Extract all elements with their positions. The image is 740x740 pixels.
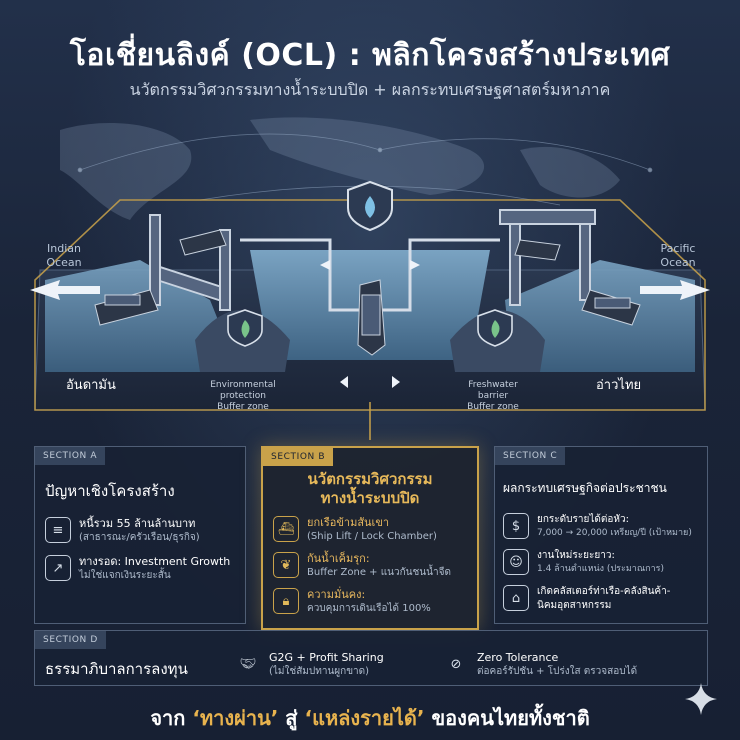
container-ship-center (357, 279, 386, 356)
section-a-tag: SECTION A (35, 447, 106, 465)
page-subtitle: นวัตกรรมวิศวกรรมทางน้ำระบบปิด + ผลกระทบเ… (129, 80, 611, 99)
left-leaf-shield-icon (227, 309, 263, 347)
direction-arrows (30, 260, 710, 388)
pacific-ocean-label: Pacific Ocean (660, 242, 696, 269)
section-b-item-security: 🔒︎ ความมั่นคง:ควบคุมการเดินเรือได้ 100% (273, 588, 473, 615)
workers-icon: ☺ (503, 549, 529, 575)
project-frame (34, 199, 706, 411)
section-c-panel: SECTION C ผลกระทบเศรษฐกิจต่อประชาชน $ ยก… (494, 446, 708, 624)
section-d-tag: SECTION D (35, 631, 106, 649)
footer-tagline: จาก ‘ทางผ่าน’ สู่ ‘แหล่งรายได้’ ของคนไทย… (150, 706, 590, 730)
right-leaf-shield-icon (477, 309, 513, 347)
zero-shield-icon: ⊘ (450, 656, 462, 672)
section-a-panel: SECTION A ปัญหาเชิงโครงสร้าง ≡ หนี้รวม 5… (34, 446, 246, 624)
container-ship-left-lift (179, 229, 227, 256)
section-c-item-jobs: ☺ งานใหม่ระยะยาว:1.4 ล้านตำแหน่ง (ประมาณ… (503, 549, 703, 576)
section-b-title: นวัตกรรมวิศวกรรม ทางน้ำระบบปิด (307, 470, 433, 507)
lock-shield-icon: 🔒︎ (273, 588, 299, 614)
freshwater-buffer-label: Freshwater barrier Buffer zone (467, 380, 519, 412)
port-cluster-icon: ⌂ (503, 585, 529, 611)
environmental-buffer-label: Environmental protection Buffer zone (210, 380, 276, 412)
leaf-shield-icon: ❦ (273, 552, 299, 578)
canal-diagram (30, 117, 710, 445)
growth-chart-icon: ↗ (45, 555, 71, 581)
section-d-title: ธรรมาภิบาลการลงทุน (45, 660, 188, 678)
section-c-title: ผลกระทบเศรษฐกิจต่อประชาชน (503, 481, 667, 495)
container-ship-right (581, 289, 641, 326)
section-b-item-buffer: ❦ กันน้ำเค็มรุก:Buffer Zone + แนวกันชนน้… (273, 552, 473, 579)
section-c-tag: SECTION C (495, 447, 566, 465)
section-b-panel: SECTION B นวัตกรรมวิศวกรรม ทางน้ำระบบปิด… (261, 446, 479, 630)
indian-ocean-label: Indian Ocean (46, 242, 82, 269)
income-hand-icon: $ (503, 513, 529, 539)
container-ship-right-lift (514, 239, 561, 261)
section-b-item-ship-lift: ⛴ ยกเรือข้ามสันเขา(Ship Lift / Lock Cham… (273, 516, 473, 543)
section-a-item-debt: ≡ หนี้รวม 55 ล้านล้านบาท(สาธารณะ/ครัวเรื… (45, 517, 241, 544)
section-d-panel: SECTION D ธรรมาภิบาลการลงทุน 🤝︎ G2G + Pr… (34, 630, 708, 686)
left-ship-lift (149, 214, 231, 311)
footer-quote-transit: ‘ทางผ่าน’ (192, 706, 279, 730)
ship-icon: ⛴ (273, 516, 299, 542)
canal-illustration: Indian Ocean Pacific Ocean อันดามัน อ่าว… (0, 110, 740, 445)
andaman-label: อันดามัน (66, 378, 116, 393)
section-c-item-cluster: ⌂ เกิดคลัสเตอร์ท่าเรือ-คลังสินค้า-นิคมอุ… (503, 585, 703, 613)
handshake-icon: 🤝︎ (239, 656, 257, 672)
page-title: โอเชี่ยนลิงค์ (OCL) : พลิกโครงสร้างประเท… (69, 38, 671, 73)
container-ship-left (94, 289, 159, 326)
gulf-of-thailand-label: อ่าวไทย (596, 378, 642, 393)
section-d-item-g2g: 🤝︎ G2G + Profit Sharing(ไม่ใช่สัมปทานผูก… (235, 651, 445, 678)
section-a-title: ปัญหาเชิงโครงสร้าง (45, 482, 175, 500)
debt-document-icon: ≡ (45, 517, 71, 543)
section-b-tag: SECTION B (263, 448, 334, 466)
world-map-background (60, 117, 620, 220)
right-ship-lift (499, 209, 596, 306)
top-shield-icon (347, 180, 393, 232)
footer-quote-income: ‘แหล่งรายได้’ (304, 706, 425, 730)
sparkle-icon (685, 683, 717, 715)
section-c-item-income: $ ยกระดับรายได้ต่อหัว:7,000 → 20,000 เหร… (503, 513, 703, 540)
